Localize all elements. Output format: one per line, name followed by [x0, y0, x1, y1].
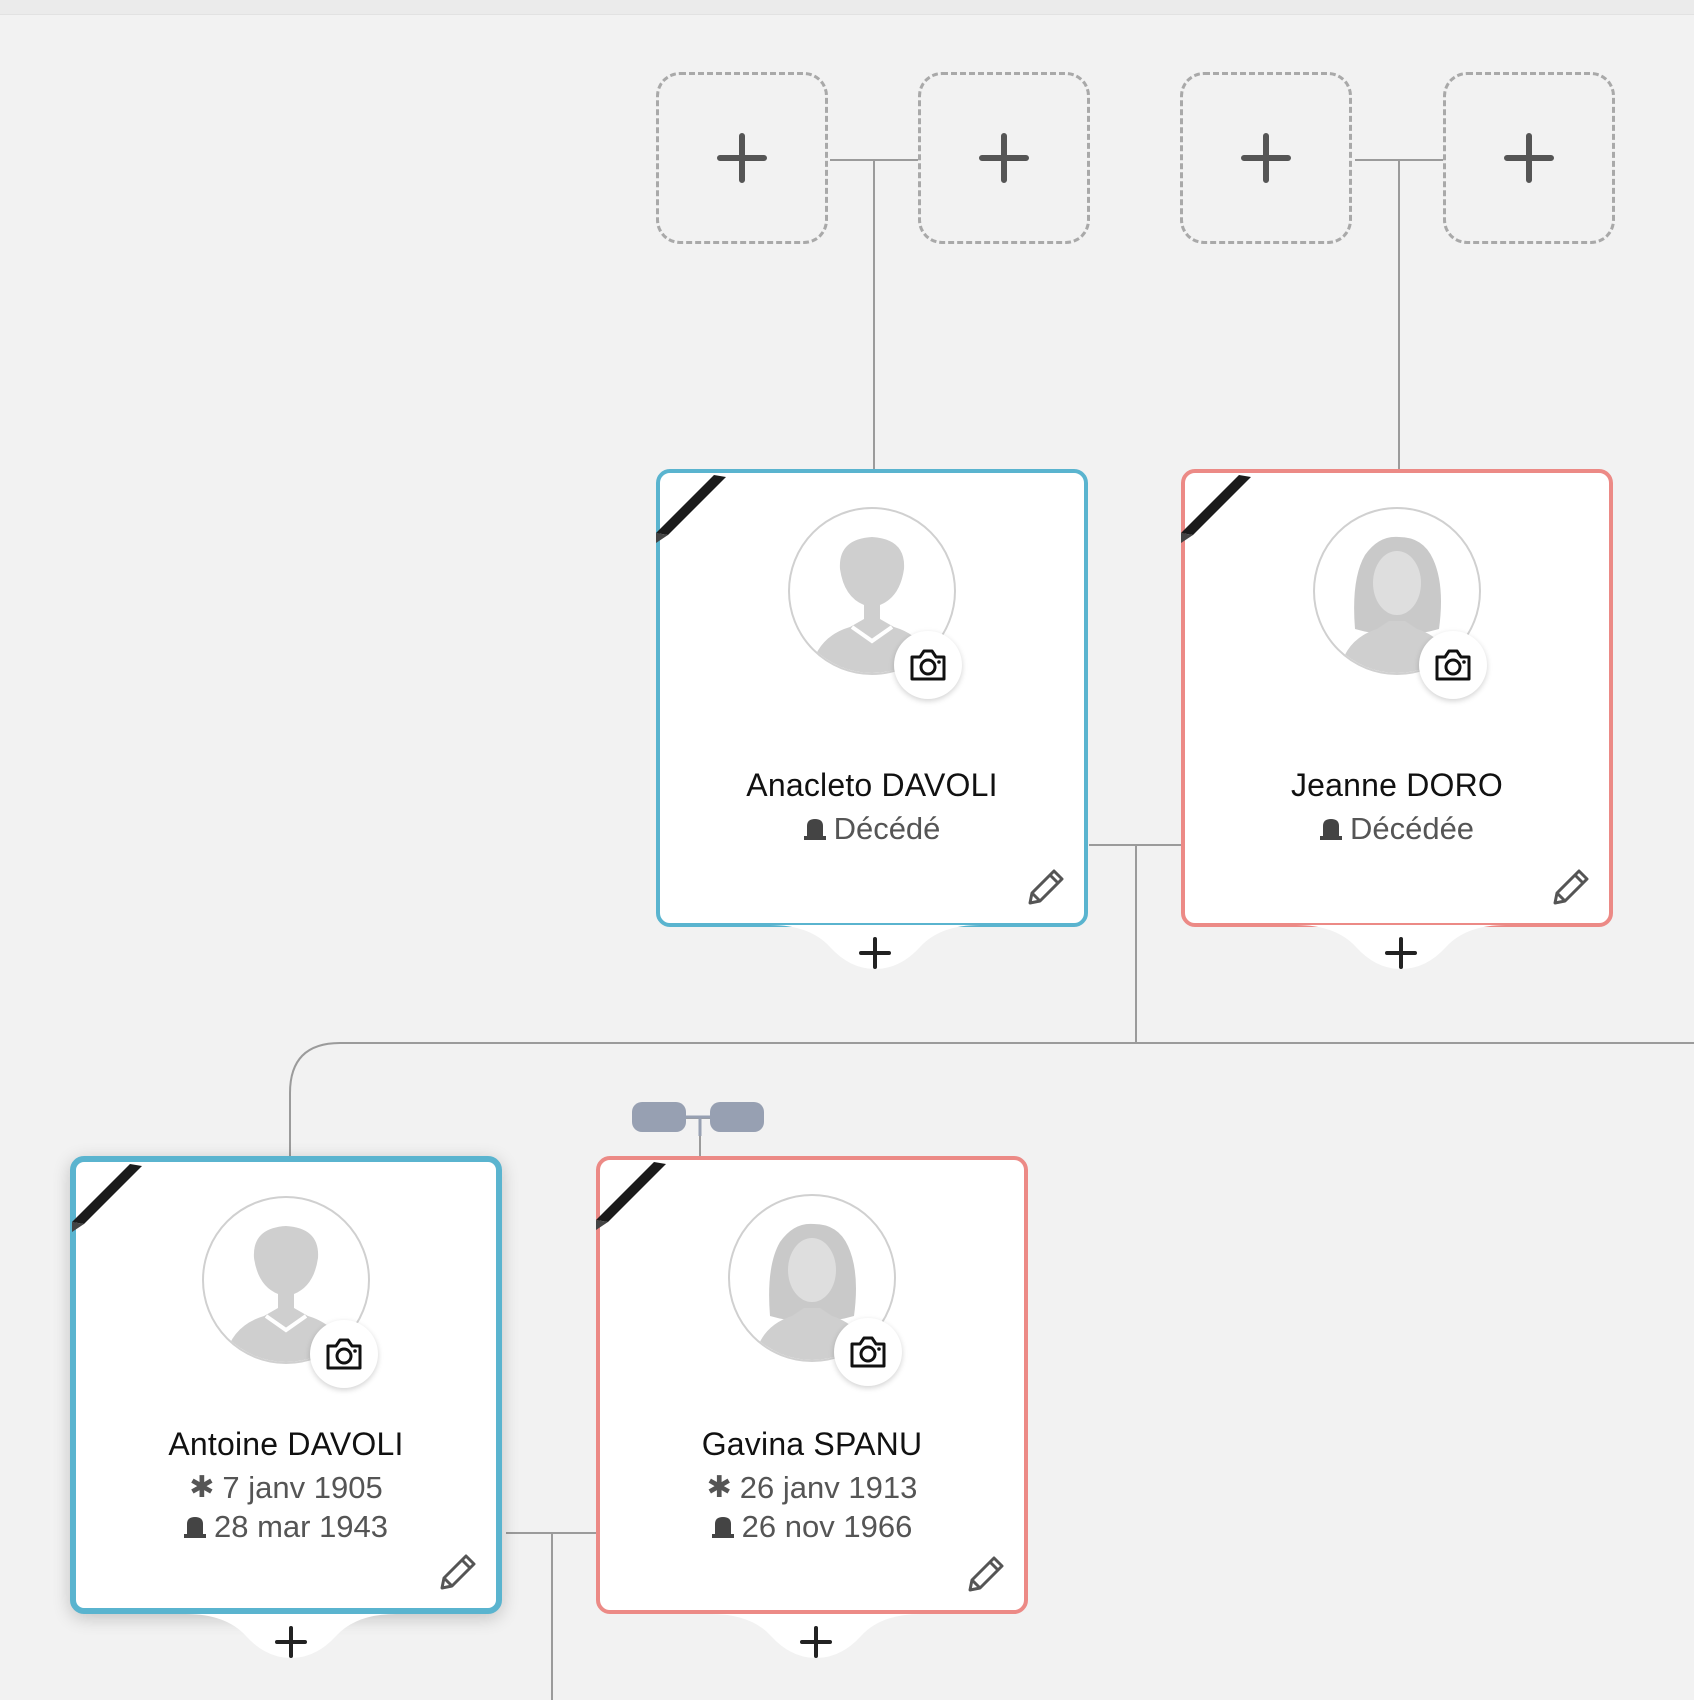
tombstone-icon — [803, 818, 826, 840]
male-silhouette-icon — [224, 1226, 348, 1362]
add-child-button-anacleto[interactable] — [770, 925, 980, 995]
person-card-antoine[interactable]: Antoine DAVOLI ✱ 7 janv 1905 28 mar 1943 — [70, 1156, 502, 1614]
change-photo-button[interactable] — [1419, 631, 1487, 699]
person-name: Anacleto DAVOLI — [746, 767, 998, 803]
death-date: 28 mar 1943 — [213, 1509, 389, 1544]
change-photo-button[interactable] — [310, 1320, 378, 1388]
pencil-icon[interactable] — [1022, 863, 1070, 911]
mourning-ribbon-icon — [1181, 475, 1251, 543]
person-card-anacleto[interactable]: Anacleto DAVOLI Décédé — [656, 469, 1088, 927]
plus-icon — [1504, 133, 1554, 183]
person-status: Décédé — [660, 809, 1084, 848]
add-parent-placeholder-2[interactable] — [918, 72, 1090, 244]
plus-icon — [800, 1626, 832, 1658]
top-bar — [0, 0, 1694, 15]
birth-date: 7 janv 1905 — [222, 1470, 383, 1505]
camera-icon — [850, 1336, 886, 1368]
add-parent-placeholder-4[interactable] — [1443, 72, 1615, 244]
person-status: Décédée — [1185, 809, 1609, 848]
person-name: Gavina SPANU — [701, 1426, 923, 1462]
female-silhouette-icon — [754, 1223, 870, 1360]
pencil-icon[interactable] — [434, 1548, 482, 1596]
change-photo-button[interactable] — [834, 1318, 902, 1386]
camera-icon — [326, 1338, 362, 1370]
status-text: Décédé — [833, 811, 941, 846]
add-child-button-antoine[interactable] — [186, 1614, 396, 1684]
add-parent-placeholder-1[interactable] — [656, 72, 828, 244]
spouse-link-icon[interactable] — [630, 1100, 766, 1136]
birth-date: 26 janv 1913 — [739, 1470, 918, 1505]
add-child-button-jeanne[interactable] — [1296, 925, 1506, 995]
mourning-ribbon-icon — [72, 1164, 142, 1232]
asterisk-icon: ✱ — [189, 1471, 215, 1504]
person-dates: ✱ 26 janv 1913 26 nov 1966 — [600, 1468, 1024, 1546]
plus-icon — [859, 937, 891, 969]
death-date: 26 nov 1966 — [741, 1509, 913, 1544]
tombstone-icon — [711, 1516, 734, 1538]
pencil-icon[interactable] — [1547, 863, 1595, 911]
tombstone-icon — [1319, 818, 1342, 840]
person-card-gavina[interactable]: Gavina SPANU ✱ 26 janv 1913 26 nov 1966 — [596, 1156, 1028, 1614]
camera-icon — [1435, 649, 1471, 681]
person-card-jeanne[interactable]: Jeanne DORO Décédée — [1181, 469, 1613, 927]
mourning-ribbon-icon — [596, 1162, 666, 1230]
asterisk-icon: ✱ — [706, 1471, 732, 1504]
plus-icon — [717, 133, 767, 183]
person-name: Antoine DAVOLI — [168, 1426, 404, 1462]
pencil-icon[interactable] — [962, 1550, 1010, 1598]
camera-icon — [910, 649, 946, 681]
plus-icon — [1241, 133, 1291, 183]
tombstone-icon — [183, 1516, 206, 1538]
person-dates: ✱ 7 janv 1905 28 mar 1943 — [76, 1468, 496, 1546]
plus-icon — [979, 133, 1029, 183]
plus-icon — [1385, 937, 1417, 969]
plus-icon — [275, 1626, 307, 1658]
status-text: Décédée — [1349, 811, 1475, 846]
mourning-ribbon-icon — [656, 475, 726, 543]
add-child-button-gavina[interactable] — [711, 1614, 921, 1684]
change-photo-button[interactable] — [894, 631, 962, 699]
male-silhouette-icon — [810, 537, 934, 673]
person-name: Jeanne DORO — [1290, 767, 1504, 803]
add-parent-placeholder-3[interactable] — [1180, 72, 1352, 244]
